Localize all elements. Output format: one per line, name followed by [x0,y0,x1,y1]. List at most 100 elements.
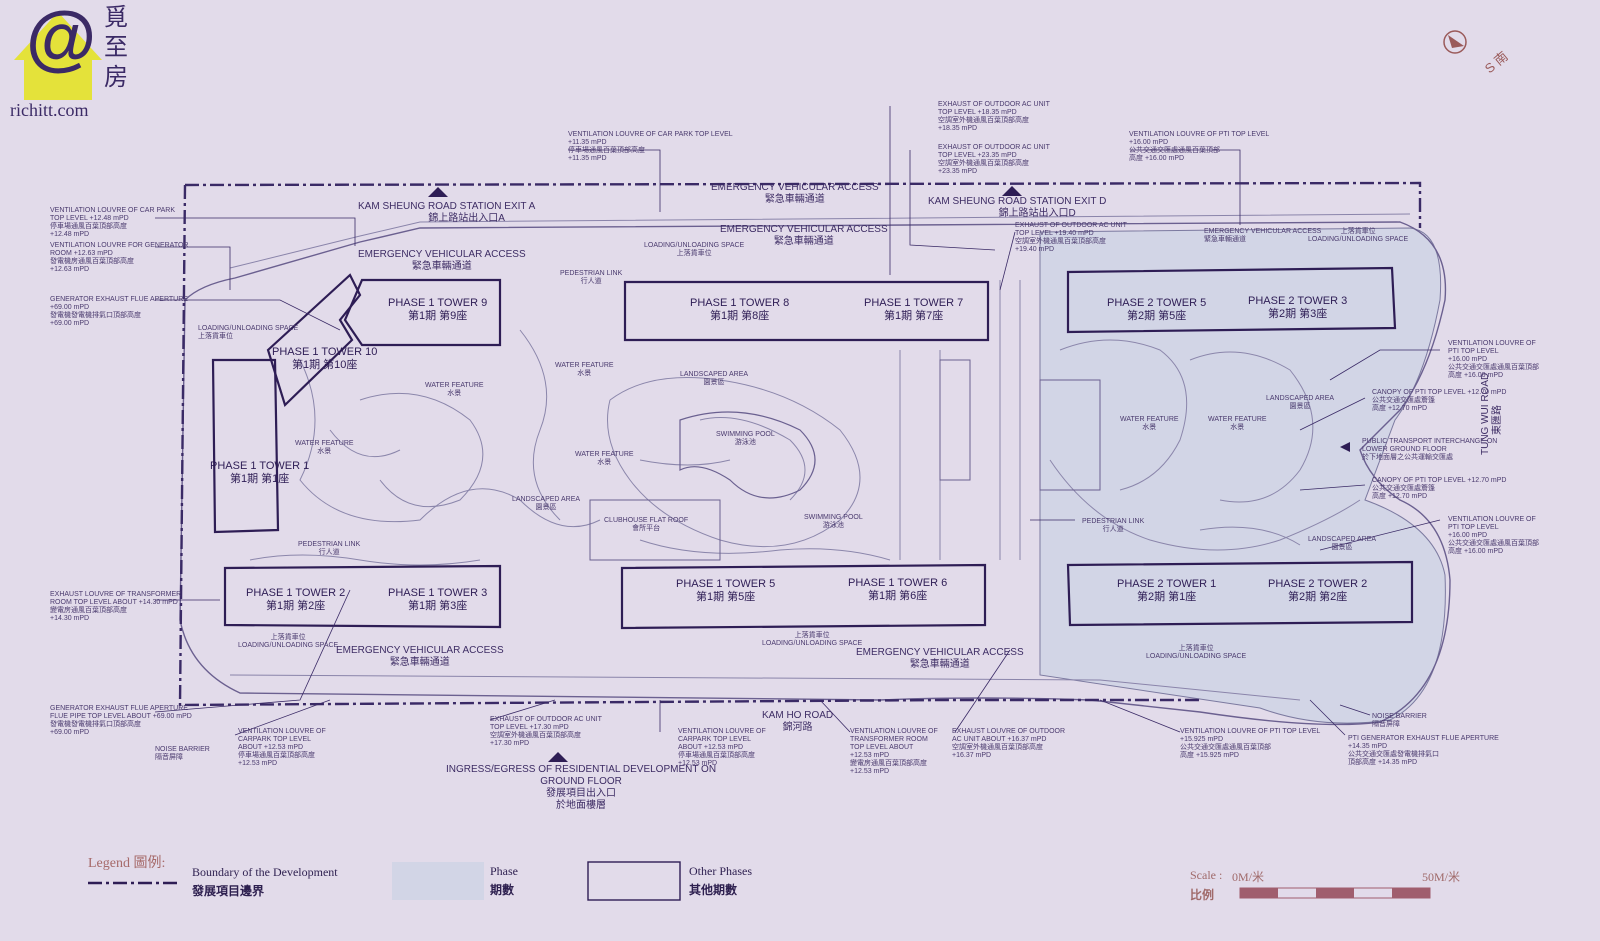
scale-zero: 0M/米 [1232,870,1265,884]
scale-cjk: 比例 [1190,888,1215,902]
note-carpark-louvre: VENTILATION LOUVRE OF CAR PARK TOP LEVEL… [568,131,733,162]
footprint-p2-t5-t3 [1066,266,1397,334]
legend-other-text: Other Phases 其他期數 [689,864,752,897]
pti-arrow [1340,442,1350,452]
brand-cjk: 覓至房 [104,3,128,91]
footprint-p1-t10 [266,273,362,408]
exit-d-marker [1002,186,1022,196]
landscape-paths [249,280,1361,566]
note-pti-generator: PTI GENERATOR EXHAUST FLUE APERTURE+14.3… [1348,735,1499,766]
scale-label: Scale : [1190,868,1223,882]
site-outline [179,221,1451,726]
brand-url: richitt.com [10,100,89,120]
at-symbol: @ [26,0,97,78]
brand-logo: @ 覓至房 [8,0,128,120]
footprint-p1-t5-t6 [620,563,987,630]
footprint-p2-t1-t2 [1066,560,1414,627]
clubhouse-block-left [589,499,721,561]
leader-lines [154,106,1441,736]
footprint-p1-t2-t3 [223,564,502,629]
legend-phase-swatch [392,862,484,900]
tower-footprints [211,266,1414,630]
compass [1443,30,1467,54]
ingress-label: INGRESS/EGRESS OF RESIDENTIAL DEVELOPMEN… [446,764,717,811]
scale-bar [1239,887,1431,899]
footprint-p1-t1 [211,358,280,534]
legend-title: Legend 圖例: [88,856,166,871]
scale-end: 50M/米 [1422,870,1461,884]
phase-2-shaded-area [1039,227,1446,724]
clubhouse-block-right [1039,379,1101,491]
swimming-pool-outline [679,411,816,499]
legend-phase-text: Phase 期數 [490,864,518,897]
note-generator-flue: GENERATOR EXHAUST FLUE APERTURE+69.00 mP… [50,296,188,327]
footprint-p1-t8-t7 [623,280,990,342]
ingress-marker [548,752,568,762]
house-icon [14,12,102,100]
legend-other-swatch [587,861,681,901]
footprint-p1-t9 [343,278,502,347]
legend-boundary-text: Boundary of the Development 發展項目邊界 [192,865,338,898]
exit-a-marker [428,187,448,197]
road-kam-sheung [229,213,1411,269]
